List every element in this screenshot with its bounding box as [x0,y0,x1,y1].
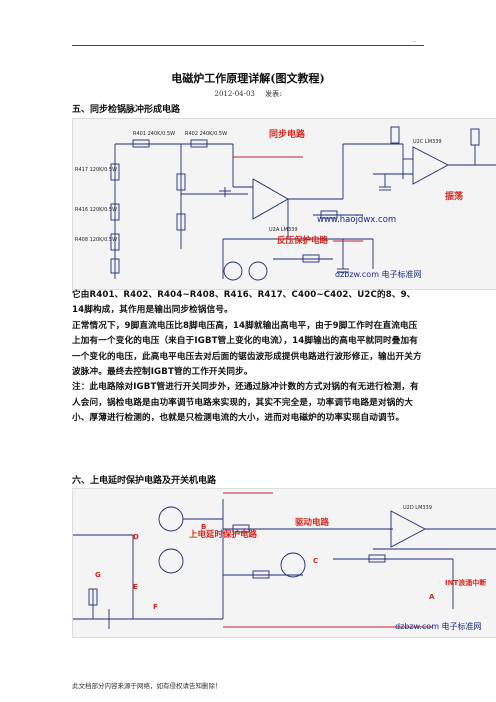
label-oscillate: 振荡 [445,190,463,202]
watermark-1: dzbzw.com 电子标准网 [335,269,422,279]
section5-paragraph-1: 它由R401、R402、R404~R408、R416、R417、C400~C40… [72,290,416,316]
header-rule [72,45,424,46]
label-anti-surge: 反压保护电路 [277,235,329,246]
section6-heading: 六、上电延时保护电路及开关机电路 [72,476,217,486]
header-dots: .. [412,37,416,44]
label-r416: R416 120K/0.5W [75,207,117,213]
document-title: 电磁炉工作原理详解(图文教程) [171,72,325,85]
document-meta: 2012-04-03 发表: [0,89,496,99]
node-d: D [133,533,139,541]
publish-date: 2012-04-03 [214,90,255,98]
label-drive-circuit: 驱动电路 [295,517,330,528]
section5-body: 它由R401、R402、R404~R408、R416、R417、C400~C40… [72,288,424,427]
sync-circuit-svg: R401 240K/0.5W R402 240K/0.5W R417 120K/… [75,126,496,281]
footer-note: 此文档部分内容来源于网络，如有侵权请告知删除！ [72,682,222,690]
delay-circuit-diagram: 上电延时保护电路 驱动电路 U2D LM339 INT浪涌中断 D B C A … [72,488,496,638]
node-f: F [153,603,158,611]
label-int: INT浪涌中断 [445,578,486,587]
label-delay-circuit: 上电延时保护电路 [189,529,258,540]
node-b: B [201,523,206,531]
label-site-url: www.haojdwx.com [317,215,396,225]
label-r402: R402 240K/0.5W [185,131,227,137]
label-u2d: U2D LM339 [403,505,432,511]
node-g: G [95,571,101,579]
label-u2a: U2A LM339 [269,227,298,233]
label-r417: R417 120K/0.5W [75,167,117,173]
sync-circuit-diagram: R401 240K/0.5W R402 240K/0.5W R417 120K/… [72,118,496,290]
section5-paragraph-2: 正常情况下，9脚直流电压比8脚电压高，14脚就输出高电平，由于9脚工作时在直流电… [72,320,422,378]
label-r408: R408 120K/0.5W [75,237,117,243]
node-c: C [313,557,318,565]
node-a: A [429,593,435,601]
watermark-2: dzbzw.com 电子标准网 [395,621,482,631]
node-e: E [133,583,138,591]
label-u2c: U2C LM339 [413,139,442,145]
label-sync-circuit: 同步电路 [269,128,306,140]
author-label: 发表: [265,90,282,98]
section5-heading: 五、同步检锅脉冲形成电路 [72,105,181,115]
delay-circuit-svg: 上电延时保护电路 驱动电路 U2D LM339 INT浪涌中断 D B C A … [73,492,496,631]
section5-paragraph-3: 注：此电路除对IGBT管进行开关同步外，还通过脉冲计数的方式对锅的有无进行检测，… [72,382,419,424]
label-r401: R401 240K/0.5W [133,131,175,137]
